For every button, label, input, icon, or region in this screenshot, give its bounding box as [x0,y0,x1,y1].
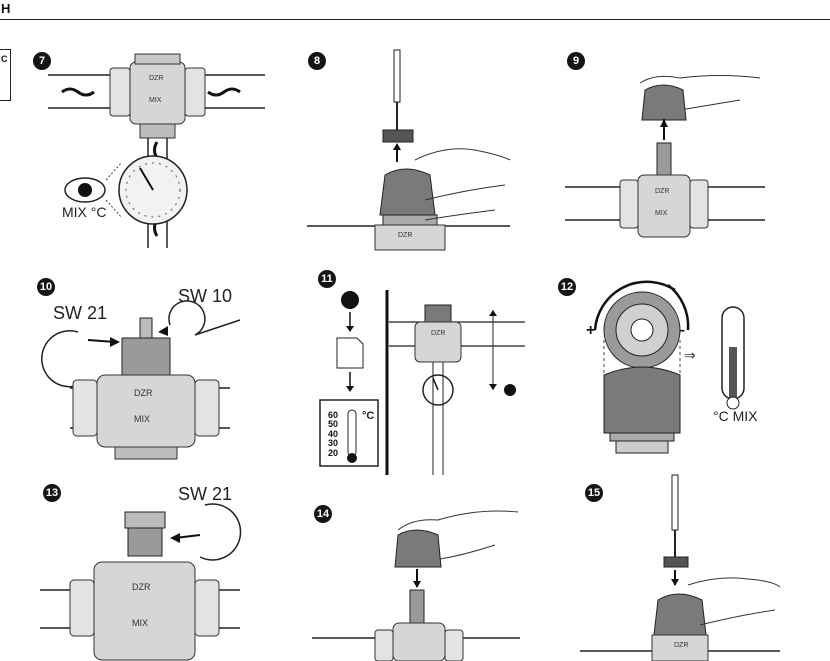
sw21-label-13: SW 21 [178,484,233,504]
svg-text:+: + [586,322,595,339]
valve-brand-9: DZR [655,188,669,195]
step-7-illustration: DZR MIX [48,53,265,248]
step-number-14: 14 [314,505,332,523]
thermo-tick-50: 50 [328,419,339,430]
cap-icon [653,593,707,636]
thermo-scale: 60 50 40 30 20 [328,410,358,458]
step-13-illustration: DZR MIX [40,503,242,661]
cap-icon [394,529,442,568]
step-15-illustration: DZR [580,474,781,661]
valve-brand-15: DZR [674,642,688,649]
side-tab: C [0,49,11,101]
side-tab-letter: C [1,54,8,64]
step-number-11: 11 [318,270,336,288]
hand-icon [414,148,511,221]
valve-mix-13: MIX [132,618,148,628]
flow-arrow-left [61,87,95,97]
screwdriver-icon [671,474,679,531]
section-letter: H [1,1,11,16]
eye-icon [341,291,359,309]
valve-brand-13: DZR [132,582,151,592]
cap-icon [641,84,687,121]
wrench-sw21-icon [199,503,242,561]
valve-brand-10: DZR [134,388,153,398]
step-14-illustration [312,510,520,661]
thermo-tick-30: 30 [328,438,339,449]
step-number-8: 8 [308,52,326,70]
eye-icon-2 [504,384,516,396]
sw21-label-10: SW 21 [53,303,108,323]
step-10-illustration: DZR MIX [41,300,241,460]
mix-temp-label: MIX °C [62,204,107,220]
svg-text:⇒: ⇒ [684,347,696,363]
step-number-10: 10 [37,278,55,296]
valve-brand-11: DZR [431,330,445,337]
valve-mix-10: MIX [134,414,150,424]
flow-arrow-right [207,87,241,97]
step-number-12: 12 [558,278,576,296]
step-8-illustration: DZR [307,49,511,251]
step-number-15: 15 [585,484,603,502]
wrench-sw10-icon [168,300,241,336]
screwdriver-icon [393,49,401,103]
wrench-sw21-icon [41,330,89,388]
celsius-label: °C [362,410,375,422]
valve-mix-7: MIX [149,97,162,104]
svg-text:–: – [676,322,685,339]
hand-icon [687,577,781,626]
page-header: H [0,0,830,20]
step-number-13: 13 [43,484,61,502]
step-9-illustration: DZR MIX [565,75,765,238]
valve-brand-7: DZR [149,75,163,82]
thermo-tick-20: 20 [328,447,339,458]
step-11-illustration: DZR [319,290,525,475]
thermo-tick-40: 40 [328,428,339,439]
c-mix-label: °C MIX [713,408,758,424]
step-number-7: 7 [33,52,51,70]
step-12-illustration: + – ⇒ [586,280,745,454]
valve-brand-8: DZR [398,232,412,239]
thermo-tick-60: 60 [328,410,339,420]
document-icon [336,337,364,369]
step-number-9: 9 [567,52,585,70]
valve-mix-9: MIX [655,210,668,217]
